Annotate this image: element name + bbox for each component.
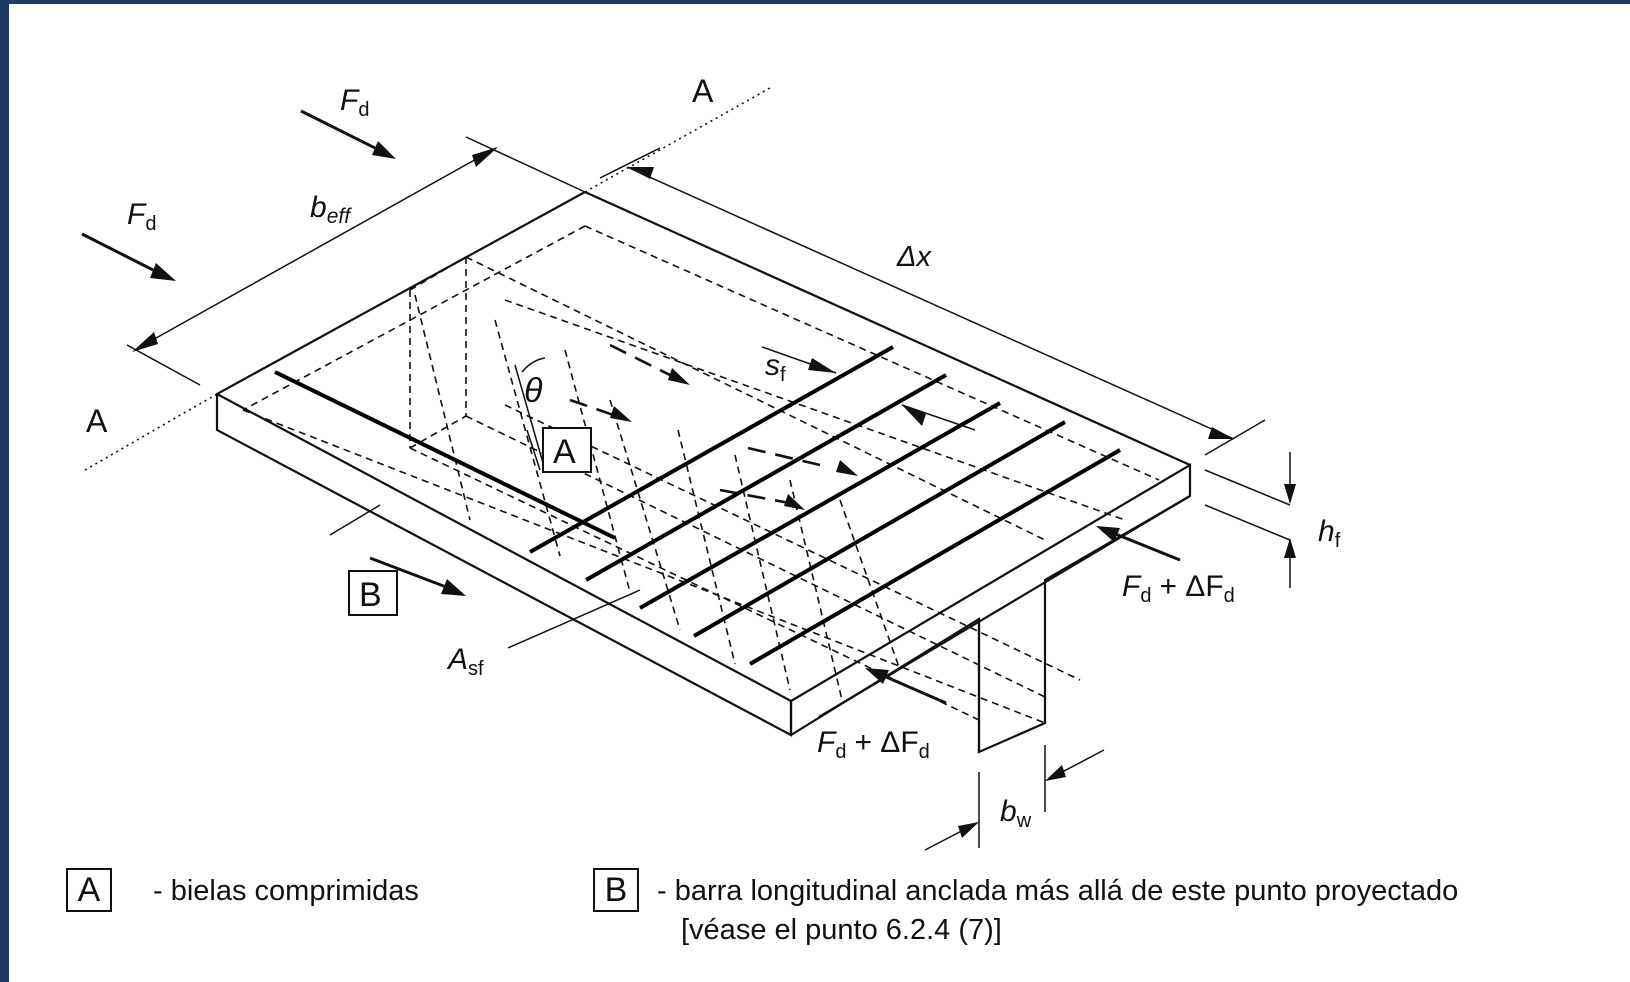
legend-b-text-2: [véase el punto 6.2.4 (7)] bbox=[681, 914, 1002, 946]
legend-b-key: B bbox=[593, 868, 639, 912]
hf-label: hf bbox=[1318, 515, 1341, 552]
asf-label: Asf bbox=[446, 643, 484, 680]
svg-text:A: A bbox=[553, 433, 576, 471]
strut-arrow-line bbox=[526, 429, 541, 471]
compression-struts bbox=[569, 343, 858, 510]
dim-beff bbox=[126, 136, 586, 386]
force-arrows bbox=[81, 109, 1181, 705]
fd-plus-label-bottom: Fd+ ΔFd bbox=[817, 726, 930, 763]
legend-a-key: A bbox=[66, 868, 112, 912]
section-line-a-a bbox=[84, 87, 771, 471]
strut-angle-line bbox=[514, 364, 546, 471]
fd-plus-label-right: Fd+ ΔFd bbox=[1122, 570, 1235, 607]
theta-arc bbox=[521, 357, 546, 373]
legend-a-text: - bielas comprimidas bbox=[153, 875, 419, 907]
hidden-lines bbox=[242, 225, 1160, 724]
legend-b-text-1: - barra longitudinal anclada más allá de… bbox=[657, 875, 1459, 907]
transverse-bars bbox=[274, 345, 1122, 666]
asf-leader bbox=[507, 589, 641, 649]
flange-shear-diagram: Fd Fd beff A A Δx sf θ hf Fd+ ΔFd Fd+ ΔF… bbox=[81, 73, 1341, 851]
dim-delta-x bbox=[599, 147, 1266, 456]
sf-label: sf bbox=[765, 349, 786, 386]
svg-text:B: B bbox=[359, 576, 382, 614]
fd-label-2: Fd bbox=[127, 198, 156, 235]
slab-outline bbox=[215, 190, 1192, 754]
theta-label: θ bbox=[524, 372, 543, 410]
fd-label-1: Fd bbox=[340, 84, 369, 121]
delta-x-label: Δx bbox=[896, 241, 932, 273]
dim-hf bbox=[1204, 452, 1296, 588]
b-leader bbox=[329, 504, 381, 536]
figure-canvas: Fd Fd beff A A Δx sf θ hf Fd+ ΔFd Fd+ ΔF… bbox=[9, 4, 1630, 982]
dim-sf bbox=[761, 346, 976, 431]
bw-label: bw bbox=[1000, 795, 1032, 832]
dim-bw bbox=[924, 745, 1105, 851]
section-a-left: A bbox=[86, 403, 108, 439]
section-a-top: A bbox=[692, 73, 714, 109]
labels: Fd Fd beff A A Δx sf θ hf Fd+ ΔFd Fd+ ΔF… bbox=[86, 73, 1341, 832]
box-b-diagram: B bbox=[348, 570, 398, 616]
box-a-diagram: A bbox=[542, 427, 592, 473]
beff-label: beff bbox=[310, 191, 352, 228]
